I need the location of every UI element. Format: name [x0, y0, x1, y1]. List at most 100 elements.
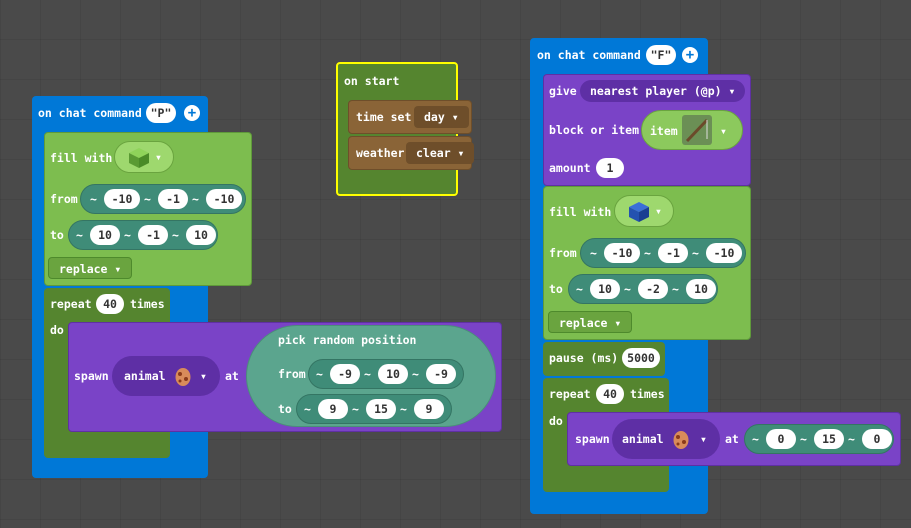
do-label: do	[549, 414, 563, 428]
pick-to-z-input[interactable]: 9	[414, 399, 444, 419]
spawn-egg-icon	[673, 431, 689, 449]
times-label: times	[130, 297, 165, 311]
item-label: item	[650, 124, 678, 138]
fill-mode-dropdown[interactable]: replace	[548, 311, 633, 333]
from-x-input[interactable]: -10	[104, 189, 140, 209]
tilde-y: ~	[624, 282, 631, 296]
to-z-input[interactable]: 10	[186, 225, 216, 245]
tilde-z: ~	[172, 228, 179, 242]
animal-label: animal	[124, 369, 166, 383]
from-label: from	[50, 192, 78, 206]
tilde-x: ~	[90, 192, 97, 206]
at-z-input[interactable]: 0	[862, 429, 892, 449]
tilde-x: ~	[76, 228, 83, 242]
hat-label: on chat command	[38, 106, 142, 120]
tilde-y: ~	[352, 402, 359, 416]
fishing-rod-icon	[682, 115, 712, 145]
weather-label: weather	[356, 146, 405, 160]
to-z-input[interactable]: 10	[686, 279, 716, 299]
tilde-x: ~	[304, 402, 311, 416]
tilde-z: ~	[672, 282, 679, 296]
weather-dropdown[interactable]: clear	[406, 142, 475, 164]
at-y-input[interactable]: 15	[814, 429, 844, 449]
from-x-input[interactable]: -10	[604, 243, 640, 263]
from-y-input[interactable]: -1	[158, 189, 188, 209]
chevron-down-icon: ▾	[200, 369, 207, 383]
grass-block-icon	[129, 148, 149, 168]
pick-to-label: to	[278, 402, 292, 416]
spawn-label: spawn	[74, 369, 109, 383]
from-label: from	[549, 246, 577, 260]
repeat-label: repeat	[50, 297, 92, 311]
give-label: give	[549, 84, 577, 98]
chevron-down-icon: ▾	[700, 432, 707, 446]
block-dropdown[interactable]: ▾	[114, 141, 174, 173]
to-y-input[interactable]: -1	[138, 225, 168, 245]
fill-label: fill with	[549, 205, 612, 219]
hat-label: on start	[344, 74, 400, 88]
pick-to-y-input[interactable]: 15	[366, 399, 396, 419]
chevron-down-icon: ▾	[720, 124, 727, 138]
tilde-y: ~	[144, 192, 151, 206]
times-label: times	[630, 387, 665, 401]
chevron-down-icon: ▾	[155, 150, 162, 164]
amount-input[interactable]: 1	[596, 158, 624, 178]
tilde-y: ~	[800, 432, 807, 446]
at-label: at	[725, 432, 739, 446]
tilde-z: ~	[192, 192, 199, 206]
tilde-z: ~	[848, 432, 855, 446]
repeat-label: repeat	[549, 387, 591, 401]
blue-block-icon	[629, 202, 649, 222]
tilde-y: ~	[124, 228, 131, 242]
to-y-input[interactable]: -2	[638, 279, 668, 299]
tilde-z: ~	[692, 246, 699, 260]
pause-label: pause (ms)	[549, 351, 619, 365]
fill-mode-dropdown[interactable]: replace	[48, 257, 133, 279]
pick-from-label: from	[278, 367, 306, 381]
amount-label: amount	[549, 161, 591, 175]
from-y-input[interactable]: -1	[658, 243, 688, 263]
repeat-count-input[interactable]: 40	[96, 294, 124, 314]
pick-from-y-input[interactable]: 10	[378, 364, 408, 384]
to-label: to	[50, 228, 64, 242]
at-x-input[interactable]: 0	[766, 429, 796, 449]
target-dropdown[interactable]: nearest player (@p)	[580, 80, 746, 102]
to-x-input[interactable]: 10	[590, 279, 620, 299]
plus-circle-icon[interactable]: +	[682, 47, 698, 63]
tilde-x: ~	[590, 246, 597, 260]
pick-to-x-input[interactable]: 9	[318, 399, 348, 419]
tilde-y: ~	[644, 246, 651, 260]
animal-dropdown[interactable]: animal ▾	[112, 356, 220, 396]
fill-label: fill with	[50, 151, 113, 165]
animal-label: animal	[622, 432, 664, 446]
tilde-x: ~	[752, 432, 759, 446]
do-label: do	[50, 323, 64, 337]
pick-from-x-input[interactable]: -9	[330, 364, 360, 384]
to-label: to	[549, 282, 563, 296]
chevron-down-icon: ▾	[655, 204, 662, 218]
command-input[interactable]: "F"	[646, 45, 676, 65]
from-z-input[interactable]: -10	[206, 189, 242, 209]
pick-from-z-input[interactable]: -9	[426, 364, 456, 384]
hat-label: on chat command	[537, 48, 641, 62]
from-z-input[interactable]: -10	[706, 243, 742, 263]
time-set-label: time set	[356, 110, 412, 124]
block-or-item-label: block or item	[549, 123, 640, 137]
time-dropdown[interactable]: day	[414, 106, 469, 128]
plus-circle-icon[interactable]: +	[184, 105, 200, 121]
tilde-x: ~	[576, 282, 583, 296]
tilde-x: ~	[316, 367, 323, 381]
spawn-label: spawn	[575, 432, 610, 446]
to-x-input[interactable]: 10	[90, 225, 120, 245]
tilde-y: ~	[364, 367, 371, 381]
at-label: at	[225, 369, 239, 383]
animal-dropdown[interactable]: animal ▾	[612, 419, 720, 459]
repeat-count-input[interactable]: 40	[596, 384, 624, 404]
pause-input[interactable]: 5000	[622, 348, 660, 368]
tilde-z: ~	[400, 402, 407, 416]
tilde-z: ~	[412, 367, 419, 381]
block-dropdown[interactable]: ▾	[614, 195, 674, 227]
item-dropdown[interactable]: item ▾	[641, 110, 743, 150]
pick-random-label: pick random position	[278, 333, 417, 347]
command-input[interactable]: "P"	[146, 103, 176, 123]
